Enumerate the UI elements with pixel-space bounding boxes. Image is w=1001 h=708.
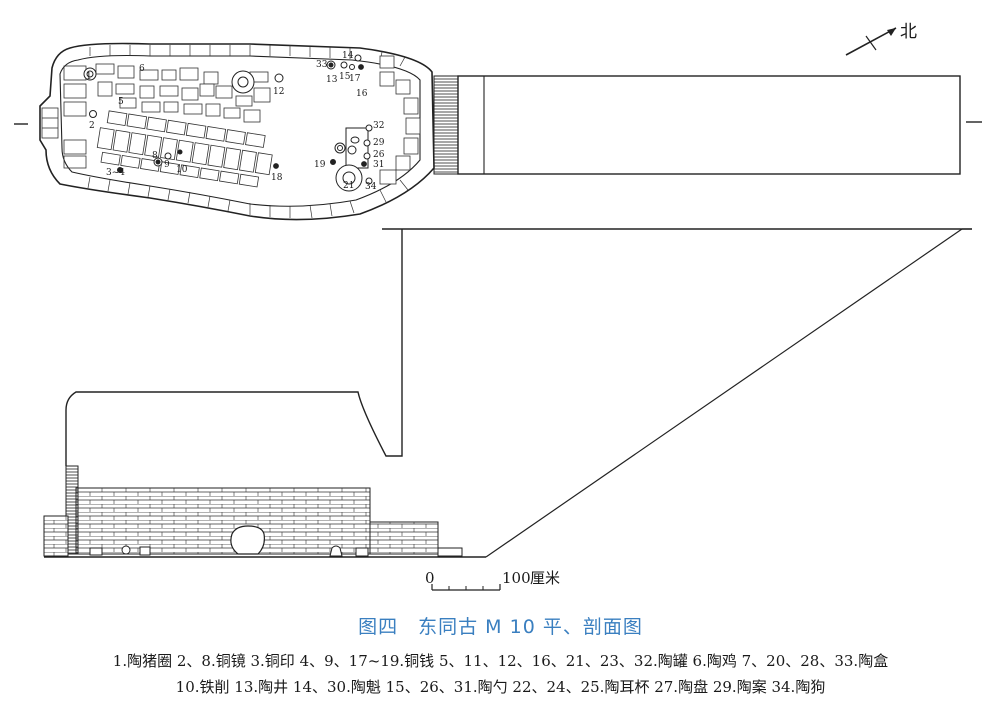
section-bricks-right	[369, 521, 439, 555]
section-bricks-main	[75, 487, 371, 555]
item-label-6: 6	[139, 64, 145, 74]
item-label-13: 13	[326, 75, 338, 85]
item-label-1: 1	[86, 72, 92, 82]
entrance-passage-plan	[457, 75, 961, 175]
item-label-14: 14	[342, 51, 354, 61]
item-label-3-4: 3~4	[106, 168, 125, 178]
section-bricks-left-step	[43, 515, 69, 557]
scale-bar: 0 100 厘米	[425, 569, 560, 591]
item-label-32: 32	[373, 121, 384, 131]
section-object-right	[329, 545, 343, 557]
section-object-left	[89, 547, 103, 556]
front-brick-arc	[379, 55, 421, 185]
section-object-box	[139, 546, 151, 556]
item-label-12: 12	[273, 87, 284, 97]
item-label-19: 19	[314, 160, 326, 170]
section-view	[43, 228, 972, 558]
sealing-wall	[433, 75, 459, 175]
item-label-34: 34	[365, 182, 377, 192]
figure-legend-line-1: 1.陶猪圈 2、8.铜镜 3.铜印 4、9、17~19.铜钱 5、11、12、1…	[112, 652, 889, 670]
ramp-line	[485, 228, 963, 558]
tilted-brick-rows	[96, 110, 273, 188]
item-label-26: 26	[373, 150, 385, 160]
figure-caption-title: 图四 东同古 M 10 平、剖面图	[358, 616, 643, 638]
section-object-right2	[355, 547, 369, 557]
collapsed-bricks	[95, 63, 271, 123]
item-label-18: 18	[271, 173, 283, 183]
plan-view: 1 2 3~4 5 6 8 9 10 12 13 14 15 16 17 18 …	[14, 42, 982, 221]
item-label-21: 21	[343, 181, 354, 191]
section-object-small	[121, 545, 131, 555]
item-label-16: 16	[356, 89, 368, 99]
item-label-10: 10	[176, 165, 188, 175]
north-label: 北	[900, 22, 917, 42]
section-floor-front	[437, 547, 463, 557]
section-bricks-rear-column	[65, 465, 79, 555]
item-number-labels: 1 2 3~4 5 6 8 9 10 12 13 14 15 16 17 18 …	[86, 51, 385, 192]
item-label-29: 29	[373, 138, 385, 148]
wall-bricks-bottom	[87, 176, 409, 219]
scale-end-label: 100	[502, 569, 531, 587]
shaft-outline	[65, 229, 403, 466]
rear-niche	[41, 65, 87, 169]
artifacts	[83, 54, 373, 192]
section-pot-large	[230, 525, 265, 555]
item-label-15: 15	[339, 72, 351, 82]
item-label-17: 17	[349, 74, 361, 84]
scale-unit-label: 厘米	[530, 569, 560, 587]
item-label-8: 8	[152, 151, 158, 161]
item-label-33: 33	[316, 60, 328, 70]
figure-legend-line-2: 10.铁削 13.陶井 14、30.陶魁 15、26、31.陶勺 22、24、2…	[175, 678, 826, 696]
item-label-2: 2	[89, 121, 95, 131]
item-label-5: 5	[118, 97, 124, 107]
item-label-9: 9	[164, 160, 170, 170]
item-label-31: 31	[373, 160, 384, 170]
tomb-plan-section-drawing: 北	[14, 22, 982, 591]
north-arrow: 北	[845, 22, 917, 56]
scale-start-label: 0	[425, 569, 435, 587]
